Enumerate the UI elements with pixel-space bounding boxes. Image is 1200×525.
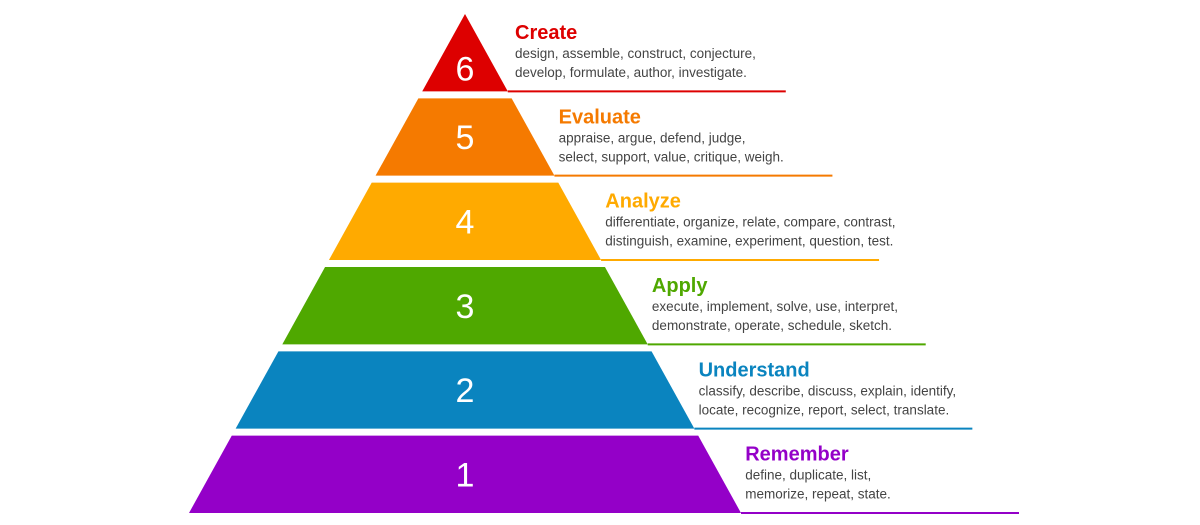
tier-2-verbs-line-2: locate, recognize, report, select, trans… bbox=[699, 402, 950, 417]
tier-5-number: 5 bbox=[456, 119, 475, 157]
tier-6-title: Create bbox=[515, 22, 577, 44]
tier-4-verbs-line-1: differentiate, organize, relate, compare… bbox=[605, 215, 895, 230]
tier-3-verbs-line-2: demonstrate, operate, schedule, sketch. bbox=[652, 318, 892, 333]
tier-4-shape bbox=[328, 182, 602, 260]
tier-3-shape bbox=[282, 267, 648, 345]
tier-4-title: Analyze bbox=[605, 191, 681, 213]
tier-1-shape bbox=[189, 435, 741, 513]
tier-3-title: Apply bbox=[652, 275, 708, 297]
tier-3-verbs-line-1: execute, implement, solve, use, interpre… bbox=[652, 299, 898, 314]
tier-5-verbs-line-1: appraise, argue, defend, judge, bbox=[559, 130, 746, 145]
tier-6-verbs-line-2: develop, formulate, author, investigate. bbox=[515, 65, 747, 80]
tier-4-number: 4 bbox=[456, 204, 475, 242]
tier-3-number: 3 bbox=[456, 288, 475, 326]
tier-5-shape bbox=[375, 98, 555, 176]
tier-2-title: Understand bbox=[699, 359, 810, 381]
tier-2-shape bbox=[235, 351, 695, 429]
tier-1-verbs-line-1: define, duplicate, list, bbox=[745, 468, 871, 483]
tier-2-number: 2 bbox=[456, 372, 475, 410]
tier-1-verbs-line-2: memorize, repeat, state. bbox=[745, 487, 891, 502]
level-3: 3 Apply execute, implement, solve, use, … bbox=[282, 267, 926, 346]
tier-6-shape bbox=[422, 14, 508, 92]
tier-1-title: Remember bbox=[745, 444, 849, 466]
level-6: 6 Create design, assemble, construct, co… bbox=[422, 14, 786, 93]
tier-6-verbs-line-1: design, assemble, construct, conjecture, bbox=[515, 46, 756, 61]
tier-4-verbs-line-2: distinguish, examine, experiment, questi… bbox=[605, 234, 893, 249]
level-5: 5 Evaluate appraise, argue, defend, judg… bbox=[375, 98, 833, 177]
tier-2-verbs-line-1: classify, describe, discuss, explain, id… bbox=[699, 383, 957, 398]
level-2: 2 Understand classify, describe, discuss… bbox=[235, 351, 973, 430]
tier-6-number: 6 bbox=[456, 50, 475, 88]
level-1: 1 Remember define, duplicate, list, memo… bbox=[189, 435, 1019, 514]
tier-1-number: 1 bbox=[456, 457, 475, 495]
tier-5-verbs-line-2: select, support, value, critique, weigh. bbox=[559, 149, 784, 164]
level-4: 4 Analyze differentiate, organize, relat… bbox=[328, 182, 895, 261]
tier-5-title: Evaluate bbox=[559, 106, 641, 128]
